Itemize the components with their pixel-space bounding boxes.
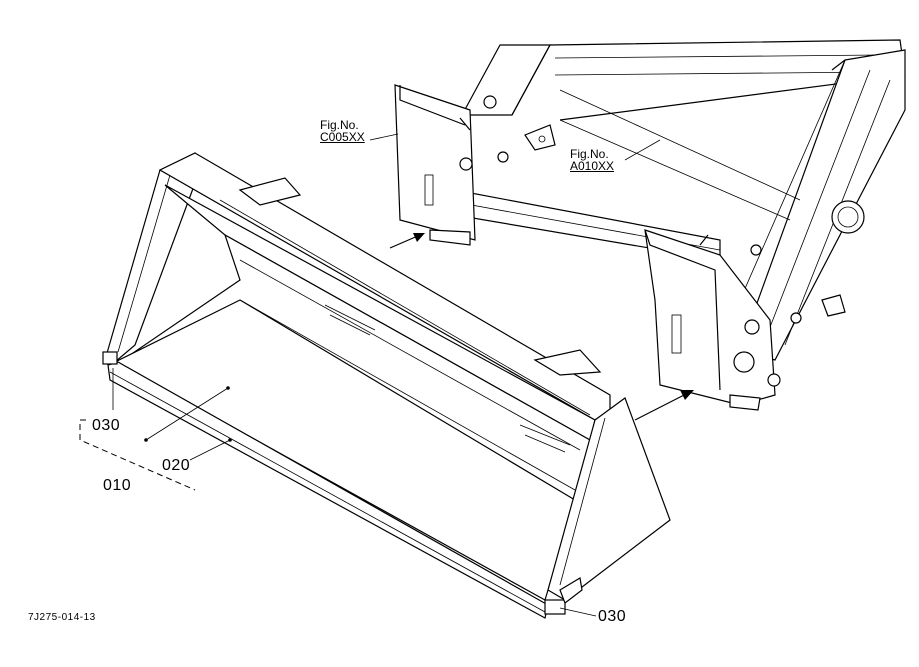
fig-ref-right-number: A010XX — [570, 159, 615, 173]
callout-030-top: 030 — [92, 417, 121, 434]
fig-ref-right-label: Fig.No. — [570, 147, 609, 161]
callout-020: 020 — [162, 457, 191, 474]
fig-ref-right: Fig.No. A010XX — [570, 148, 614, 172]
callout-010: 010 — [103, 477, 132, 494]
fig-ref-left-number: C005XX — [320, 130, 365, 144]
callout-030-bottom: 030 — [598, 608, 627, 625]
leaders — [79, 133, 694, 617]
fig-ref-left: Fig.No. C005XX — [320, 119, 365, 143]
fig-ref-left-label: Fig.No. — [320, 118, 359, 132]
loader-frame — [394, 39, 906, 411]
document-id: 7J275-014-13 — [28, 612, 96, 623]
bucket — [102, 152, 671, 619]
